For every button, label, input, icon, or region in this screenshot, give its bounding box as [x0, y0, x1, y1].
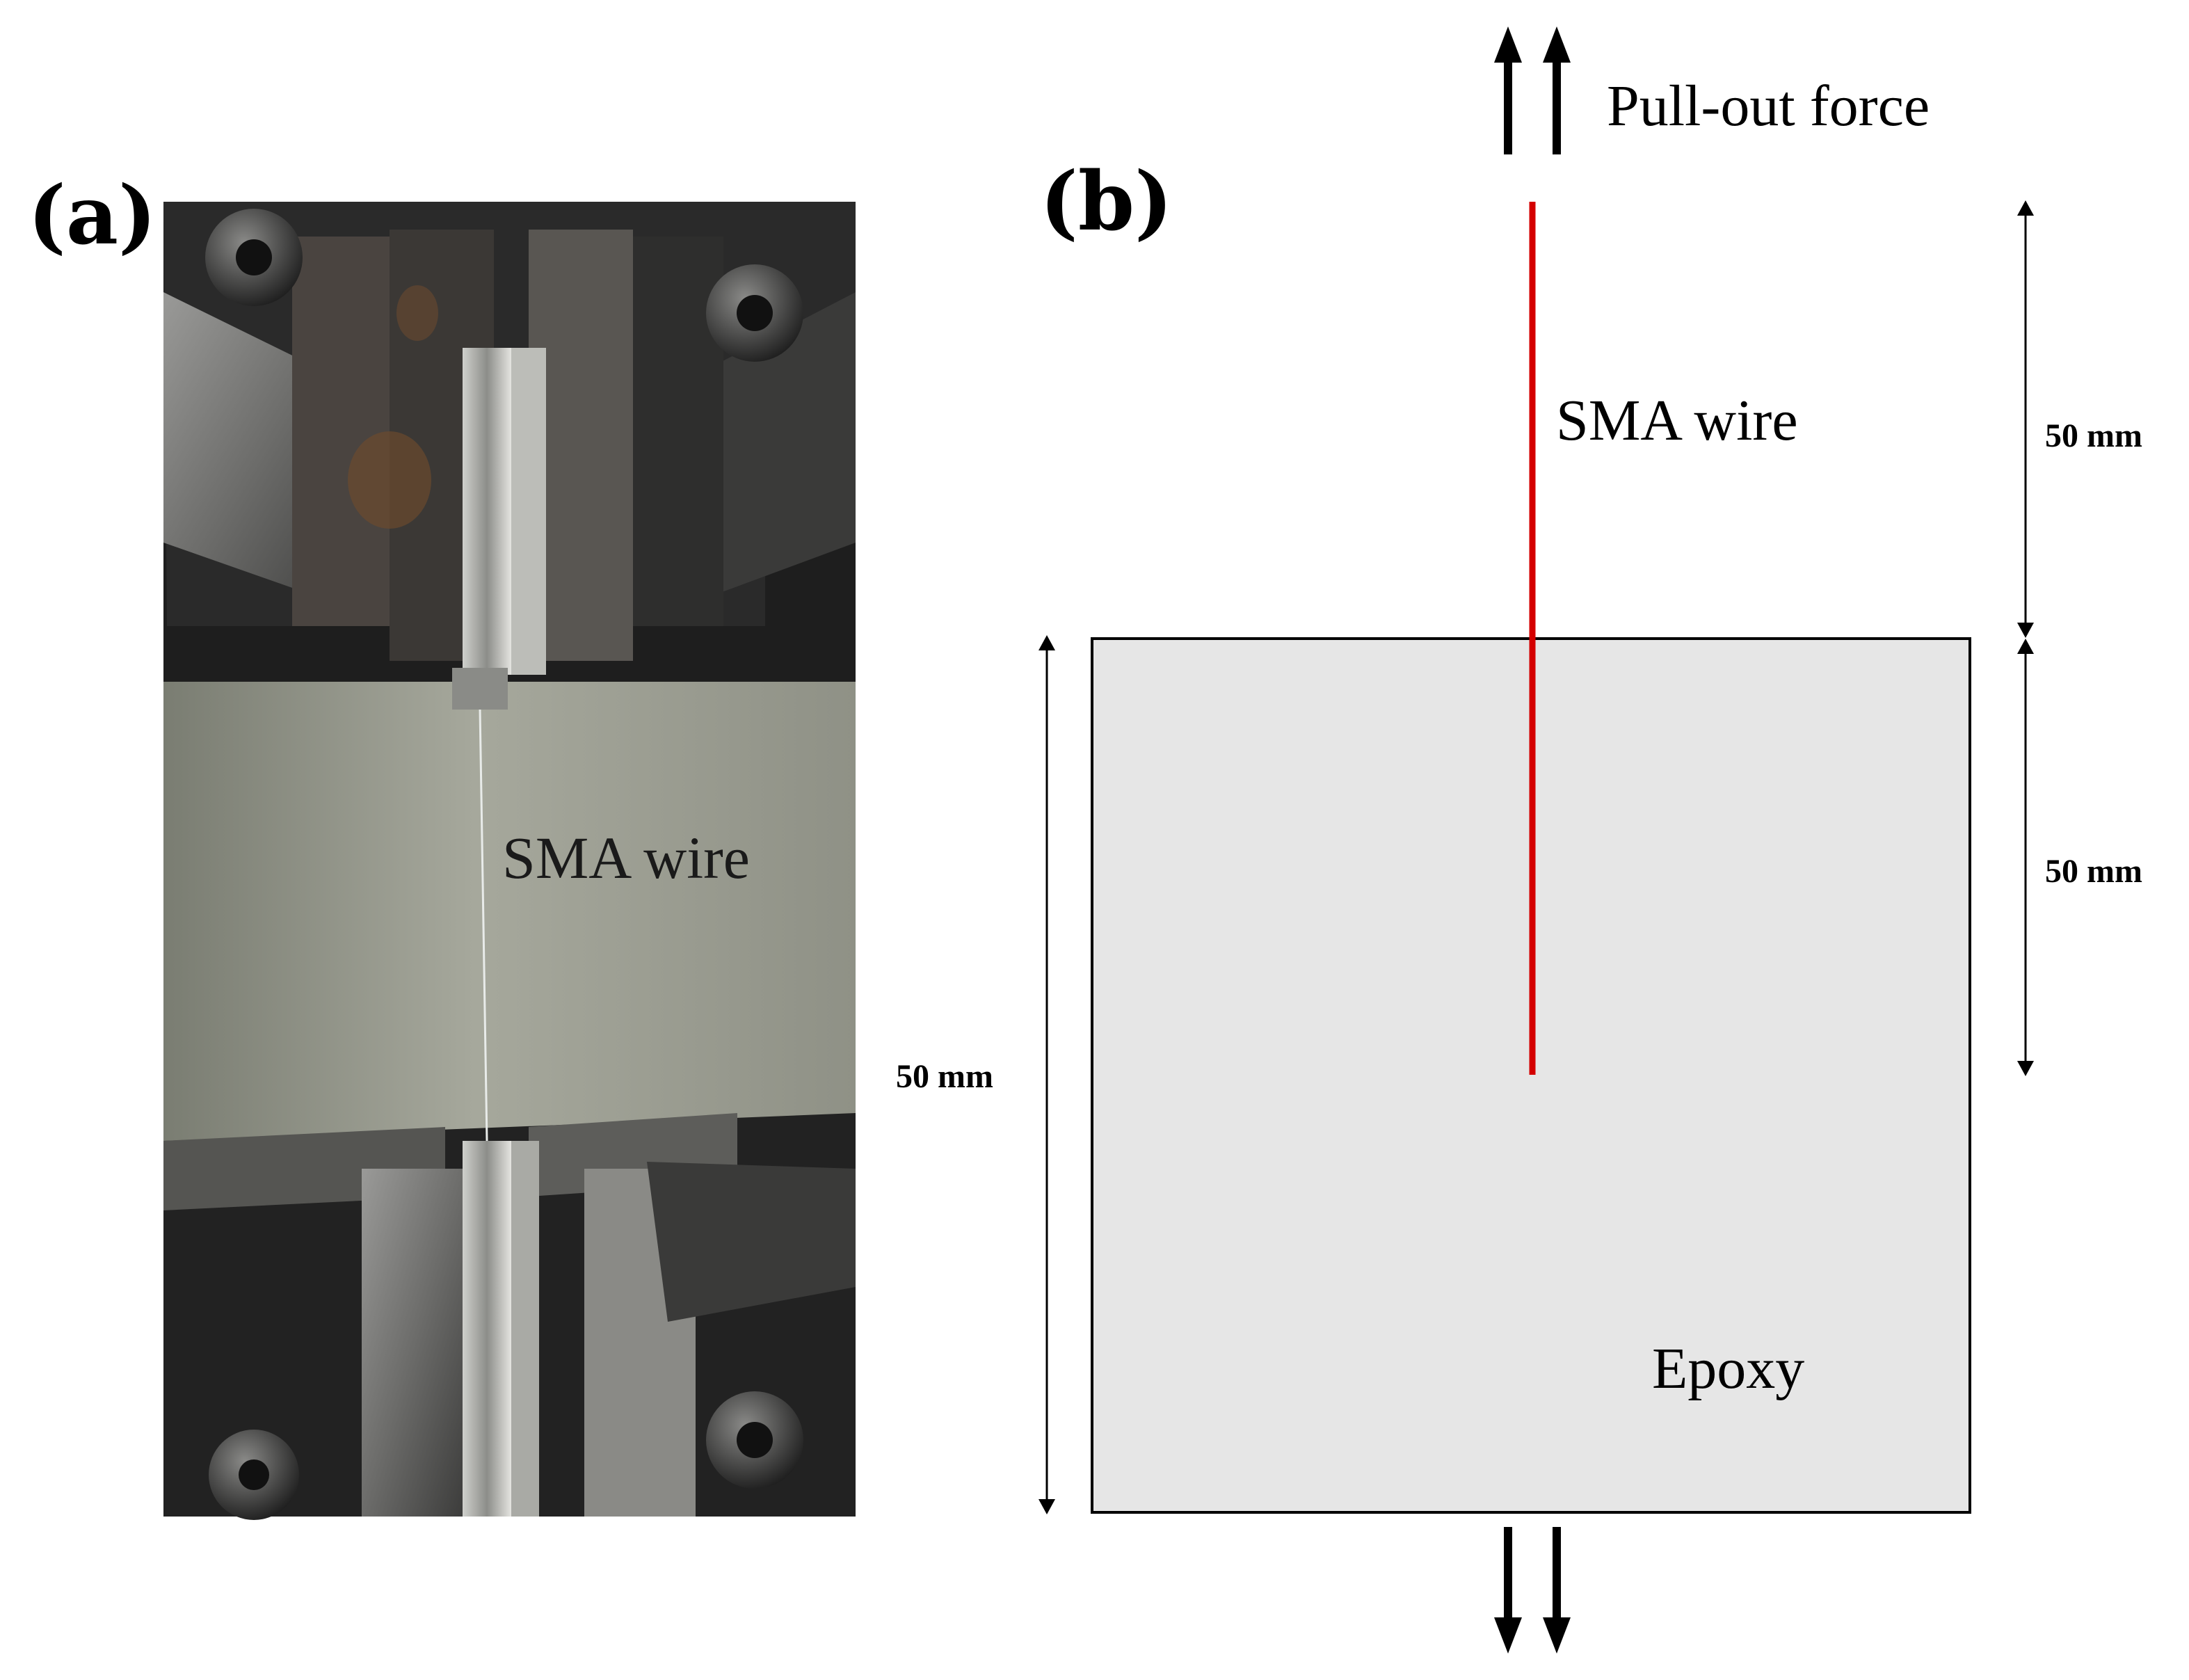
schematic-wire-label: SMA wire [1556, 388, 1798, 453]
panel-a-label: (a) [28, 168, 157, 263]
dimension-block-height [1039, 635, 1055, 1514]
epoxy-label: Epoxy [1652, 1336, 1804, 1401]
panel-b-label: (b) [1040, 154, 1173, 249]
pull-out-force-arrows [1494, 26, 1571, 154]
upper-grip [163, 202, 856, 710]
embedded-length-label: 50 mm [2045, 853, 2142, 890]
dimension-embedded-length [2017, 639, 2034, 1076]
pull-out-force-label: Pull-out force [1607, 74, 1930, 138]
block-height-label: 50 mm [896, 1058, 993, 1095]
lower-grip [163, 1113, 856, 1520]
reaction-force-arrows [1494, 1527, 1571, 1654]
photo-wire-label: SMA wire [502, 824, 750, 891]
dimension-free-length [2017, 200, 2034, 638]
free-length-label: 50 mm [2045, 417, 2142, 454]
photo-sma-wire [479, 709, 488, 1142]
tensile-grip-photo: SMA wire [163, 202, 856, 1520]
